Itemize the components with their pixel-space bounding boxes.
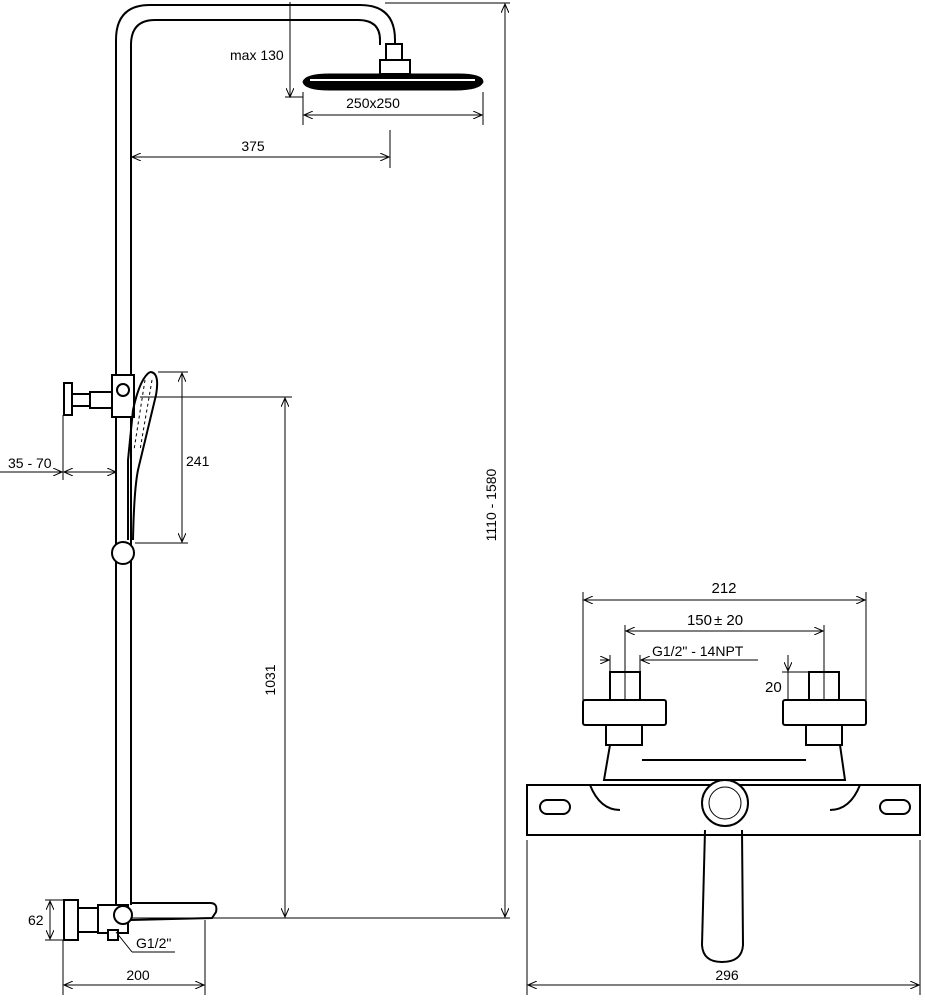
dim-35-70: 35 - 70 xyxy=(0,415,116,480)
shower-column-side-view: max 130 250x250 375 1110 - 1580 1031 xyxy=(0,2,510,995)
dim-label: 200 xyxy=(126,967,150,983)
dim-200: 200 xyxy=(62,920,206,995)
riser-pipe-outer xyxy=(115,4,396,905)
dim-label: max 130 xyxy=(230,47,284,63)
dim-label: 250x250 xyxy=(346,95,400,111)
dim-label: 241 xyxy=(186,453,210,469)
dim-label: 296 xyxy=(715,967,739,983)
dim-thread: G1/2" - 14NPT xyxy=(600,643,758,672)
dim-label: 20 xyxy=(765,679,782,696)
dim-label: 62 xyxy=(28,912,44,928)
dim-max-130: max 130 xyxy=(230,2,303,97)
dim-label: 1031 xyxy=(262,664,278,695)
dim-label: 212 xyxy=(711,580,736,597)
hand-shower xyxy=(111,371,159,565)
dim-g12: G1/2" xyxy=(115,931,175,953)
dim-1110-1580: 1110 - 1580 xyxy=(131,2,510,919)
dim-375: 375 xyxy=(132,130,391,168)
dim-label: ± 20 xyxy=(714,612,743,629)
bath-mixer-front-view: 212 150 ± 20 G1/2" - 14NPT 20 296 xyxy=(526,580,921,995)
slide-holder xyxy=(63,374,135,418)
riser-pipe-inner xyxy=(130,19,381,905)
dim-250x250: 250x250 xyxy=(302,92,484,125)
dim-label: G1/2" xyxy=(136,935,171,951)
dim-62: 62 xyxy=(28,899,64,941)
dim-241: 241 xyxy=(135,371,210,544)
head-shower xyxy=(302,43,484,91)
dim-296: 296 xyxy=(526,840,921,995)
dim-label: 35 - 70 xyxy=(8,455,52,471)
dim-label: G1/2" - 14NPT xyxy=(652,643,744,659)
dim-label: 375 xyxy=(241,138,265,154)
dim-label: 1110 - 1580 xyxy=(483,468,499,541)
dim-20: 20 xyxy=(765,655,809,700)
dim-212: 212 xyxy=(582,580,867,700)
dim-150-20: 150 ± 20 xyxy=(624,612,825,700)
bath-mixer-side xyxy=(63,899,218,941)
dim-1031: 1031 xyxy=(140,396,292,917)
dim-label: 150 xyxy=(687,612,712,629)
